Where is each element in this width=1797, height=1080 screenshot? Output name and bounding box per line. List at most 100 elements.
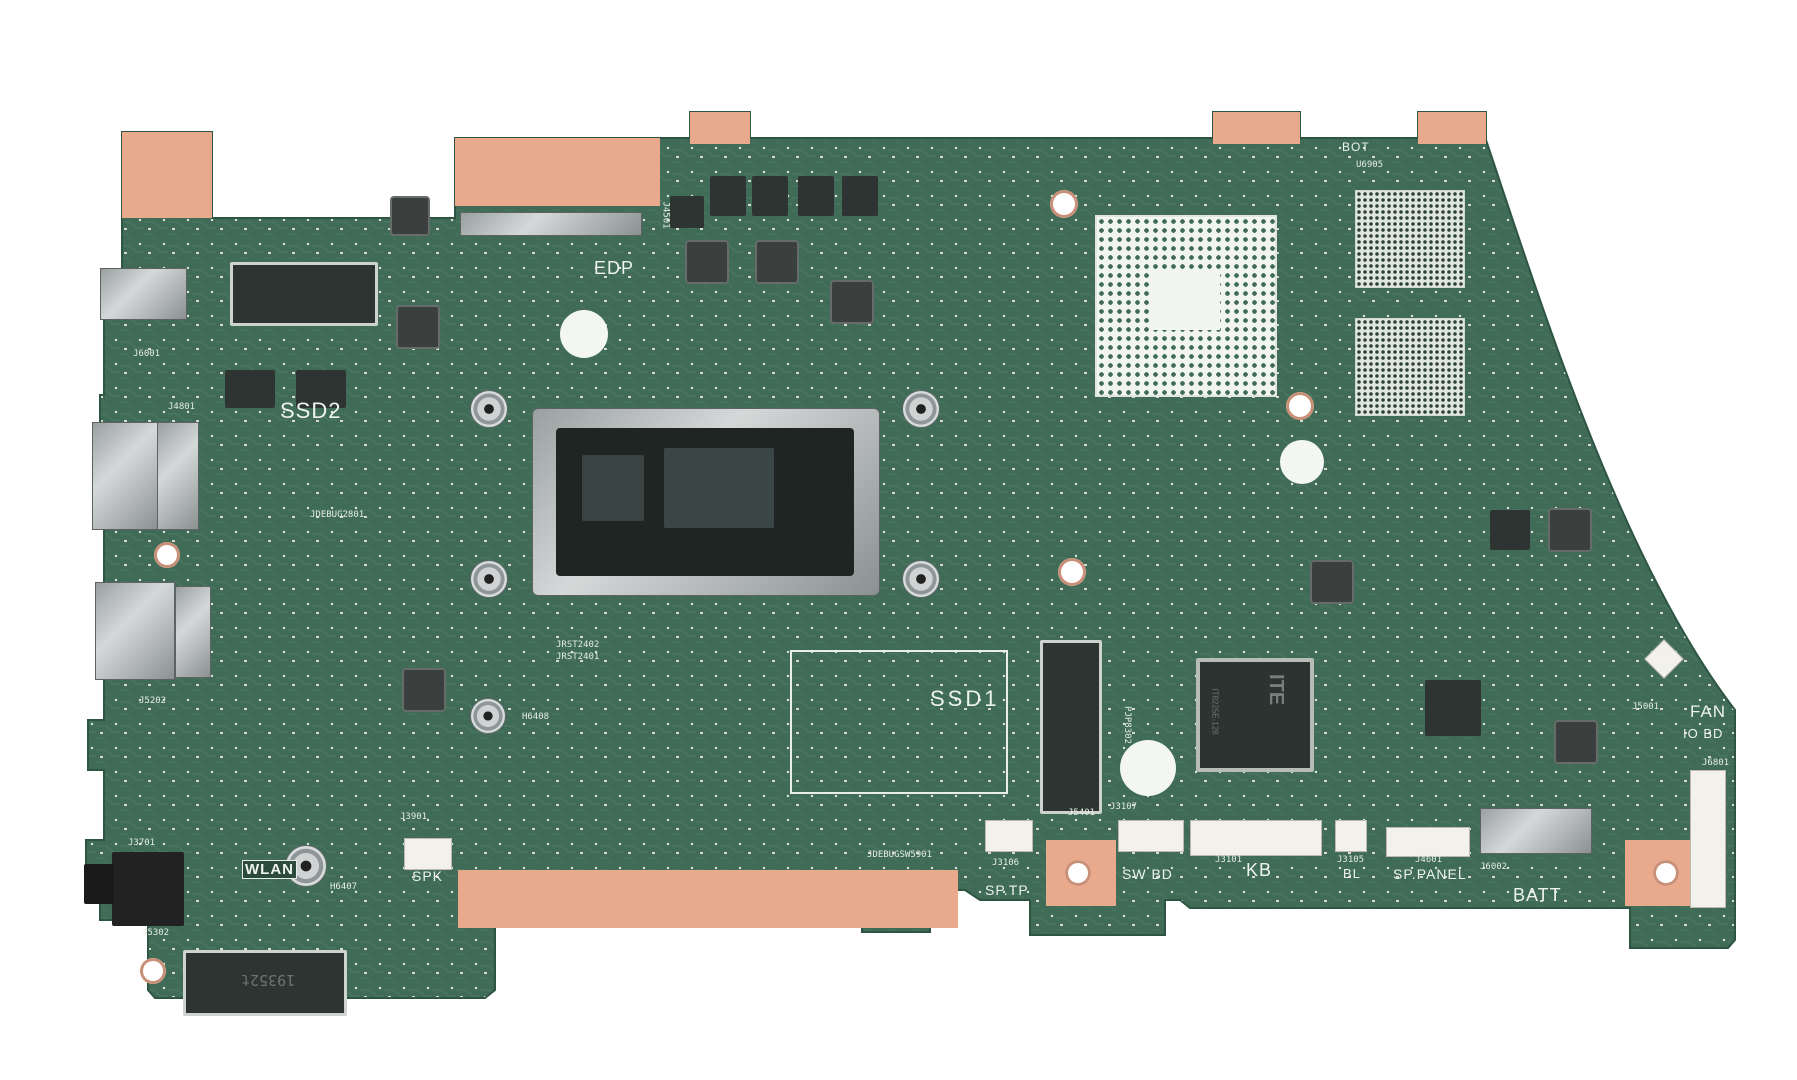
- label-kb: KB: [1246, 860, 1273, 880]
- label-io-bd: IO BD: [1683, 726, 1724, 741]
- label-fan: FAN: [1690, 702, 1727, 721]
- refdes-j4801: J4801: [168, 402, 196, 412]
- label-bl: BL: [1343, 866, 1361, 881]
- refdes-j5302: J5302: [142, 928, 170, 938]
- standoff: [902, 390, 940, 428]
- vram-footprint: [1355, 318, 1465, 416]
- mosfet: [710, 176, 746, 216]
- copper-strip-top: [455, 138, 660, 206]
- mount-hole: [1058, 558, 1086, 586]
- refdes-j6002: J6002: [1480, 862, 1508, 872]
- mosfet: [798, 176, 834, 216]
- label-edp: EDP: [594, 258, 635, 278]
- label-batt: BATT: [1513, 885, 1562, 905]
- test-disc: [560, 310, 608, 358]
- mount-hole: [154, 542, 180, 568]
- m2-slot-ssd2: [230, 262, 378, 326]
- ec-chip-ite: ITE IT8225E-128: [1196, 658, 1314, 772]
- mount-hole: [1050, 190, 1078, 218]
- refdes-j3105: J3105: [1337, 855, 1365, 865]
- mosfet: [670, 196, 704, 228]
- refdes-h6408: H6408: [522, 712, 550, 722]
- mosfet: [225, 370, 275, 408]
- refdes-j5001: J5001: [1632, 702, 1660, 712]
- refdes-u6905: U6905: [1356, 160, 1384, 170]
- standoff-h6408: [470, 698, 506, 734]
- label-bot: BOT: [1342, 140, 1370, 154]
- copper-strip-bottom: [458, 870, 958, 928]
- refdes-jrst2402: JRST2402: [556, 640, 600, 650]
- refdes-j6001: J6001: [133, 349, 161, 359]
- inductor: [685, 240, 729, 284]
- inductor: [390, 196, 430, 236]
- cpu-die-small: [582, 455, 644, 521]
- spk-connector: [404, 838, 452, 870]
- label-spk: SPK: [412, 868, 444, 884]
- label-ssd2: SSD2: [280, 398, 342, 423]
- ssd1-outline: [790, 650, 1008, 794]
- refdes-j3901: J3901: [400, 812, 428, 822]
- refdes-j5202: J5202: [139, 696, 167, 706]
- mount-hole: [1065, 860, 1091, 886]
- standoff: [470, 560, 508, 598]
- copper-pad-top-left: [122, 132, 212, 218]
- m2-slot-ssd1: [1040, 640, 1102, 814]
- audio-jack-top: [100, 268, 187, 320]
- m2-slot-marking: 19352t: [241, 971, 296, 989]
- test-disc: [1120, 740, 1176, 796]
- mount-tab-3: [1418, 112, 1486, 144]
- inductor: [755, 240, 799, 284]
- cpu-die-large: [664, 448, 774, 528]
- bl-connector: [1335, 820, 1367, 852]
- battery-connector: [1480, 808, 1592, 854]
- usb-a-port: [95, 582, 175, 680]
- io-bd-connector: [1690, 770, 1726, 908]
- label-wlan: WLAN: [242, 860, 297, 879]
- usb-c-port-2: [157, 422, 199, 530]
- refdes-j6801: J6801: [1702, 758, 1730, 768]
- mosfet: [842, 176, 878, 216]
- mosfet: [296, 370, 346, 408]
- inductor: [1554, 720, 1598, 764]
- mount-tab-1: [690, 112, 750, 144]
- label-ssd1: SSD1: [930, 686, 1000, 711]
- inductor: [1310, 560, 1354, 604]
- sw-bd-connector: [1118, 820, 1184, 852]
- ic: [1490, 510, 1530, 550]
- inductor: [396, 305, 440, 349]
- standoff: [470, 390, 508, 428]
- mount-hole: [1653, 860, 1679, 886]
- mosfet: [752, 176, 788, 216]
- usb-a-port-2: [175, 586, 211, 678]
- refdes-j3701: J3701: [128, 838, 156, 848]
- ec-chip-marking: IT8225E-128: [1210, 688, 1220, 735]
- ic: [1425, 680, 1481, 736]
- audio-jack-bottom: [112, 852, 184, 926]
- edp-connector: [460, 212, 642, 236]
- refdes-j4601: J4601: [1415, 855, 1443, 865]
- m2-slot-wlan: 19352t: [183, 950, 347, 1016]
- ite-logo: ITE: [1265, 673, 1288, 706]
- label-sw-bd: SW BD: [1122, 866, 1173, 882]
- refdes-h6407: H6407: [330, 882, 358, 892]
- vram-footprint: [1355, 190, 1465, 288]
- inductor: [830, 280, 874, 324]
- refdes-jdebugsw5901: JDEBUGSW5901: [867, 850, 933, 860]
- kb-connector: [1190, 820, 1322, 856]
- refdes-j4501: J4501: [660, 201, 671, 229]
- audio-jack-barrel: [84, 864, 114, 904]
- label-sp-panel: SP.PANEL: [1393, 866, 1467, 882]
- label-sp-tp: SP.TP: [985, 882, 1029, 898]
- refdes-j3101: J3101: [1215, 855, 1243, 865]
- mount-hole: [140, 958, 166, 984]
- inductor: [402, 668, 446, 712]
- standoff: [902, 560, 940, 598]
- usb-c-port: [92, 422, 158, 530]
- inductor: [1548, 508, 1592, 552]
- sp-panel-connector: [1386, 827, 1470, 857]
- refdes-pjp8302: PJP8302: [1121, 706, 1132, 744]
- refdes-j3107: J3107: [1110, 802, 1138, 812]
- refdes-j3106: J3106: [992, 858, 1020, 868]
- tp-connector: [985, 820, 1033, 852]
